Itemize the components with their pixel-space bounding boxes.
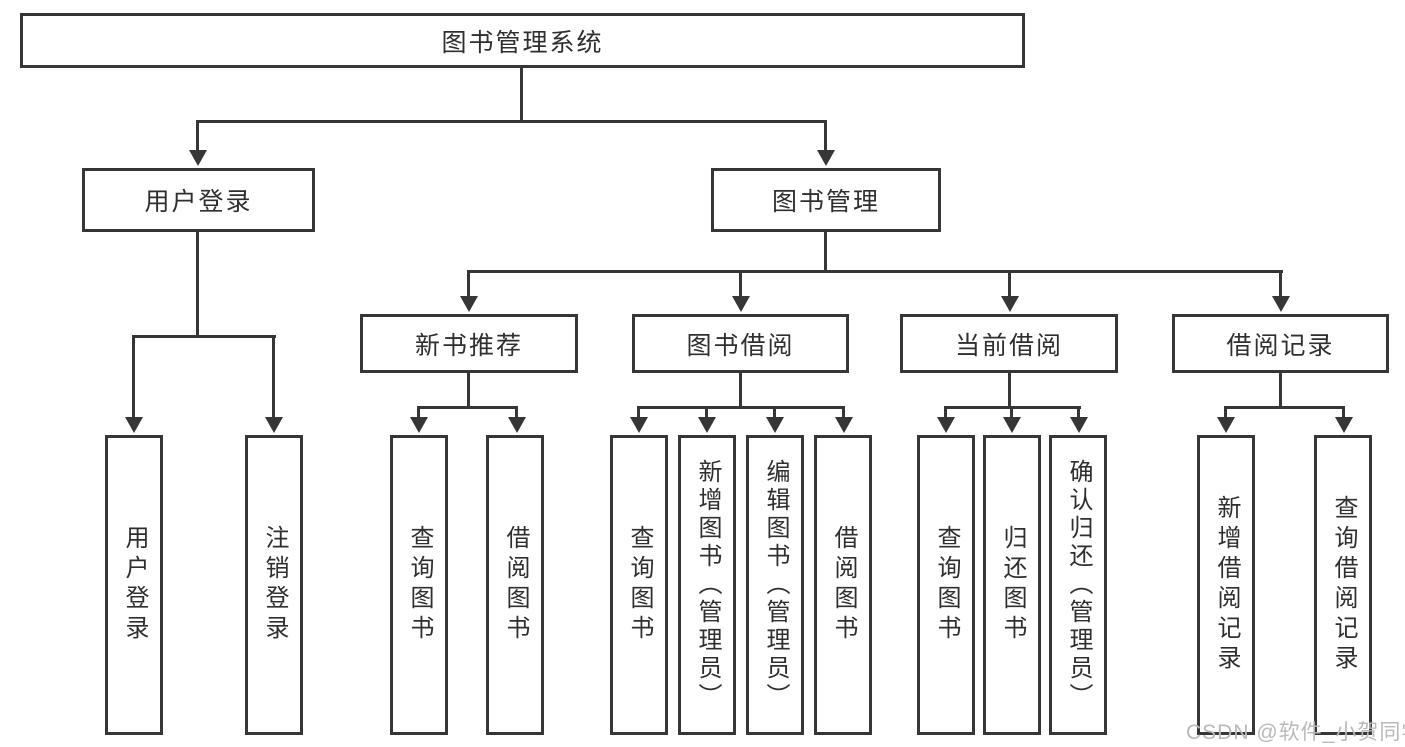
node-book-mgmt-label: 图书管理 xyxy=(771,188,880,216)
leaf-bb-borrow-books: 借阅图书 xyxy=(814,435,872,735)
connector-new-book-rec-stem xyxy=(467,373,470,409)
arrow-to-book-borrow xyxy=(739,270,742,296)
node-user-login-label: 用户登录 xyxy=(144,188,253,216)
leaf-bb-add-books-admin-label: 新增图书（管理员） xyxy=(694,459,721,711)
csdn-watermark: CSDN @软件_小贺同学 xyxy=(1186,721,1405,744)
arrow-bb-child-4 xyxy=(842,406,845,417)
connector-book-mgmt-rail xyxy=(467,270,1283,273)
leaf-user-login: 用户登录 xyxy=(105,435,163,735)
node-current-borrow: 当前借阅 xyxy=(900,314,1118,373)
leaf-bb-edit-books-admin: 编辑图书（管理员） xyxy=(746,435,804,735)
leaf-logout: 注销登录 xyxy=(245,435,303,735)
leaf-cb-confirm-return-admin: 确认归还（管理员） xyxy=(1049,435,1107,735)
leaf-cb-query-books-label: 查询图书 xyxy=(933,525,960,645)
arrow-to-user-login-leaf xyxy=(132,335,135,417)
node-new-book-rec: 新书推荐 xyxy=(360,314,578,373)
connector-book-borrow-rail xyxy=(637,406,845,409)
node-borrow-records: 借阅记录 xyxy=(1172,314,1389,373)
arrow-to-user-login xyxy=(196,120,199,150)
connector-new-book-rec-rail xyxy=(417,406,518,409)
arrow-to-new-book-rec xyxy=(467,270,470,296)
leaf-nbr-borrow-books: 借阅图书 xyxy=(486,435,544,735)
arrow-to-logout-leaf xyxy=(272,335,275,417)
arrow-nbr-child-2 xyxy=(515,406,518,417)
node-book-borrow-label: 图书借阅 xyxy=(686,331,795,360)
leaf-cb-confirm-return-admin-label: 确认归还（管理员） xyxy=(1065,459,1092,711)
connector-user-login-stem xyxy=(196,232,199,335)
node-root: 图书管理系统 xyxy=(20,13,1025,68)
node-root-label: 图书管理系统 xyxy=(441,28,604,57)
leaf-cb-return-books-label: 归还图书 xyxy=(999,525,1026,645)
connector-borrow-records-rail xyxy=(1224,406,1345,409)
arrow-to-borrow-records xyxy=(1279,270,1282,296)
arrow-bb-child-1 xyxy=(637,406,640,417)
arrow-br-child-2 xyxy=(1342,406,1345,417)
connector-book-borrow-stem xyxy=(739,373,742,409)
leaf-logout-label: 注销登录 xyxy=(261,525,288,645)
leaf-br-query-record: 查询借阅记录 xyxy=(1314,435,1372,735)
connector-level1-rail xyxy=(196,120,827,123)
connector-root-stem xyxy=(520,68,523,120)
node-book-mgmt: 图书管理 xyxy=(711,168,941,232)
node-borrow-records-label: 借阅记录 xyxy=(1226,331,1335,360)
leaf-bb-query-books: 查询图书 xyxy=(610,435,668,735)
leaf-br-add-record: 新增借阅记录 xyxy=(1197,435,1255,735)
leaf-nbr-query-books-label: 查询图书 xyxy=(406,525,433,645)
connector-borrow-records-stem xyxy=(1279,373,1282,409)
leaf-nbr-query-books: 查询图书 xyxy=(390,435,448,735)
arrow-bb-child-3 xyxy=(773,406,776,417)
arrow-bb-child-2 xyxy=(705,406,708,417)
node-user-login: 用户登录 xyxy=(82,168,315,232)
leaf-nbr-borrow-books-label: 借阅图书 xyxy=(502,525,529,645)
arrow-to-current-borrow xyxy=(1008,270,1011,296)
arrow-nbr-child-1 xyxy=(417,406,420,417)
leaf-bb-query-books-label: 查询图书 xyxy=(626,525,653,645)
node-book-borrow: 图书借阅 xyxy=(632,314,849,373)
connector-book-mgmt-stem xyxy=(824,232,827,273)
leaf-bb-edit-books-admin-label: 编辑图书（管理员） xyxy=(762,459,789,711)
arrow-cb-child-3 xyxy=(1077,406,1080,417)
leaf-user-login-label: 用户登录 xyxy=(121,525,148,645)
connector-current-borrow-stem xyxy=(1008,373,1011,409)
leaf-bb-borrow-books-label: 借阅图书 xyxy=(830,525,857,645)
arrow-br-child-1 xyxy=(1224,406,1227,417)
arrow-cb-child-1 xyxy=(944,406,947,417)
arrow-to-book-mgmt xyxy=(824,120,827,150)
connector-user-login-rail xyxy=(132,335,276,338)
leaf-cb-query-books: 查询图书 xyxy=(917,435,975,735)
leaf-bb-add-books-admin: 新增图书（管理员） xyxy=(678,435,736,735)
node-current-borrow-label: 当前借阅 xyxy=(954,331,1063,360)
leaf-br-query-record-label: 查询借阅记录 xyxy=(1330,495,1357,675)
leaf-br-add-record-label: 新增借阅记录 xyxy=(1213,495,1240,675)
arrow-cb-child-2 xyxy=(1010,406,1013,417)
leaf-cb-return-books: 归还图书 xyxy=(983,435,1041,735)
node-new-book-rec-label: 新书推荐 xyxy=(414,331,523,360)
